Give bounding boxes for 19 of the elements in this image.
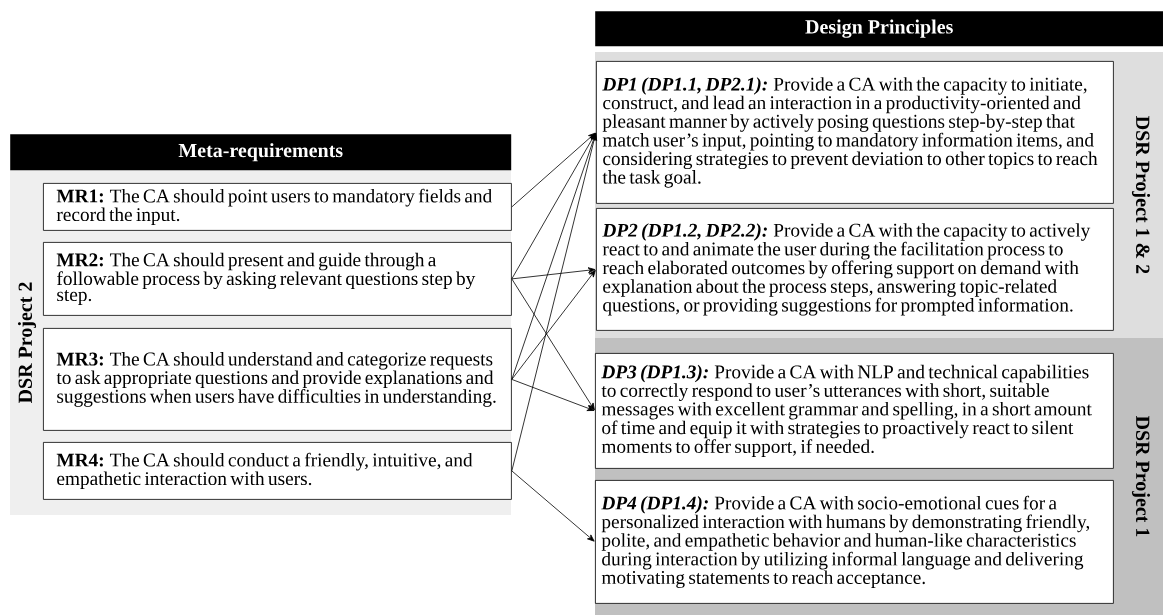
requirement-box: MR4: The CA should conduct a friendly, intuitive, and empathetic interaction with users. (43, 442, 512, 500)
arrow (511, 132, 596, 208)
principle-box: DP3 (DP1.3): Provide a CA with NLP and technical capabilities to correctly respond to user’s utterances with short, suitable messages with excellent grammar and spelling, in a short amount of time and equip it with strategies to proactively react to silent moments to offer support, if needed. (595, 353, 1114, 469)
requirement-box: MR2: The CA should present and guide through a followable process by asking relevant questions step by step. (43, 242, 512, 316)
principle-box: DP2 (DP1.2, DP2.2): Provide a CA with the capacity to actively react to and animate the user during the facilitation process to reach elaborated outcomes by offering support on demand with explanation about the process steps, answering topic-related questions, or providing suggestions for prompted information. (596, 208, 1114, 331)
arrow (511, 267, 596, 280)
header-bar: Meta-requirements (10, 134, 512, 171)
header-bar: Design Principles (595, 11, 1163, 47)
arrow (511, 379, 595, 411)
requirement-box: MR3: The CA should understand and categorize requests to ask appropriate questions and provide explanations and suggestions when users have difficulties in understanding. (43, 328, 512, 431)
principle-box: DP4 (DP1.4): Provide a CA with socio-emotional cues for a personalized interaction with humans by demonstrating friendly, polite, and empathetic behavior and human-like characteristics during interaction by utilizing informal language and delivering motivating statements to reach acceptance. (595, 480, 1114, 604)
arrow (511, 133, 598, 472)
arrow (511, 470, 595, 542)
requirement-box: MR1: The CA should point users to mandatory fields and record the input. (43, 183, 512, 231)
arrow (511, 133, 597, 380)
arrow (511, 278, 595, 411)
arrow (511, 132, 596, 280)
arrow (511, 269, 596, 380)
principle-box: DP1 (DP1.1, DP2.1): Provide a CA with the capacity to initiate, construct, and lead an interaction in a productivity-oriented and pleasant manner by actively posing questions step-by-step that match user’s input, pointing to mandatory information items, and considering strategies to prevent deviation to other topics to reach the task goal. (596, 61, 1114, 204)
